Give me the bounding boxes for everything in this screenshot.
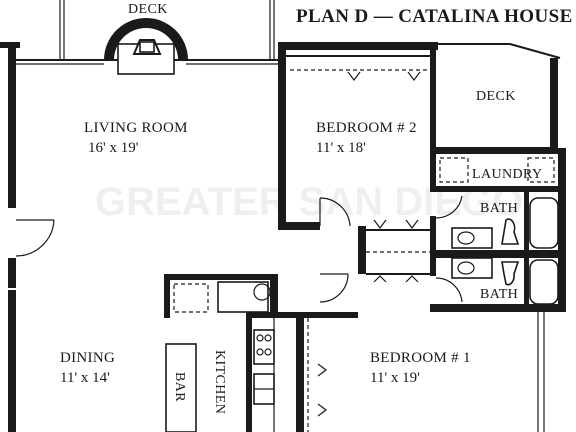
room-bedroom1-size: 11' x 19' [370, 370, 420, 386]
wall-hall-right [270, 274, 278, 314]
wall-bath-bottom [430, 304, 566, 312]
tub-upper [529, 197, 559, 249]
room-dining-label: DINING [60, 350, 115, 366]
wall-laundry-bottom [430, 186, 558, 192]
plan-title: PLAN D — CATALINA HOUSE [296, 6, 573, 27]
room-dining-size: 11' x 14' [60, 370, 110, 386]
sink-lower [457, 261, 475, 275]
wall-bath-divider [524, 192, 529, 310]
room-laundry-label: LAUNDRY [472, 167, 542, 182]
fireplace-arc [104, 18, 188, 60]
wall-bed2-bottom [278, 222, 320, 230]
labels: PLAN D — CATALINA HOUSE DECK LIVING ROOM… [60, 2, 573, 414]
closet-chevron-1 [347, 71, 361, 81]
burner-3 [256, 348, 264, 356]
pantry-shelf [173, 283, 209, 313]
closet-chevron-4 [405, 219, 419, 229]
wall-right-upper [558, 148, 566, 310]
wall-deck-right-slant [509, 43, 561, 59]
toilet-lower [501, 261, 520, 286]
fireplace-inner [139, 41, 155, 53]
wall-hall-upper [358, 226, 366, 274]
water-heater [253, 283, 271, 301]
room-bath-upper-label: BATH [480, 201, 518, 216]
dryer [527, 157, 555, 183]
room-deck-right-label: DECK [476, 89, 516, 104]
wall-bath-lower-left [430, 254, 436, 276]
bar-counter [165, 343, 197, 432]
wall-kitchen-right [296, 312, 304, 432]
door-bed1-swing [319, 273, 349, 303]
closet-chevron-2 [407, 71, 421, 81]
wall-left-mid [8, 258, 16, 288]
closet-chevron-6 [405, 275, 419, 283]
wall-bed2-right [430, 42, 436, 172]
burner-1 [256, 334, 264, 342]
closet-chevron-5 [373, 275, 387, 283]
burner-4 [264, 348, 272, 356]
toilet-upper [501, 218, 520, 245]
kitchen-range [253, 329, 275, 365]
wall-laundry-left [430, 148, 436, 192]
door-bath-upper [435, 195, 463, 219]
wall-pantry-top [164, 274, 270, 280]
fireplace [104, 18, 188, 75]
door-bath-lower [435, 277, 463, 303]
fixtures [165, 157, 559, 432]
door-bed2-swing [319, 197, 351, 227]
sink-upper [457, 231, 475, 245]
room-living-label: LIVING ROOM [84, 120, 188, 136]
pantry-box [217, 281, 269, 313]
room-bedroom2-size: 11' x 18' [316, 140, 366, 156]
room-bath-lower-label: BATH [480, 287, 518, 302]
wall-laundry-top [430, 148, 558, 154]
fireplace-hearth [132, 39, 162, 55]
room-bedroom1-label: BEDROOM # 1 [370, 350, 471, 366]
wall-bath-mid [430, 250, 566, 258]
closet-chevron-8 [317, 403, 327, 417]
wall-kitchen-left [246, 312, 252, 432]
room-bedroom2-label: BEDROOM # 2 [316, 120, 417, 136]
wall-left-upper [8, 42, 16, 208]
wall-bed2-top [278, 42, 438, 50]
room-kitchen-label: KITCHEN [212, 350, 227, 414]
burner-2 [264, 334, 272, 342]
closet-chevron-7 [317, 363, 327, 377]
wall-bath-upper-left [430, 216, 436, 254]
wall-deck-right-edge [550, 58, 558, 150]
wall-left-top-stub [0, 42, 20, 48]
washer [439, 157, 469, 183]
doors [15, 69, 463, 432]
wall-pantry-left [164, 274, 170, 318]
closet-chevron-3 [373, 219, 387, 229]
door-entry-swing [15, 219, 55, 257]
wall-left-lower [8, 290, 16, 432]
wall-bed2-left [278, 42, 286, 230]
room-deck-top-label: DECK [128, 2, 168, 17]
room-living-size: 16' x 19' [88, 140, 139, 156]
room-bar-label: BAR [172, 372, 187, 402]
tub-lower [529, 259, 559, 305]
